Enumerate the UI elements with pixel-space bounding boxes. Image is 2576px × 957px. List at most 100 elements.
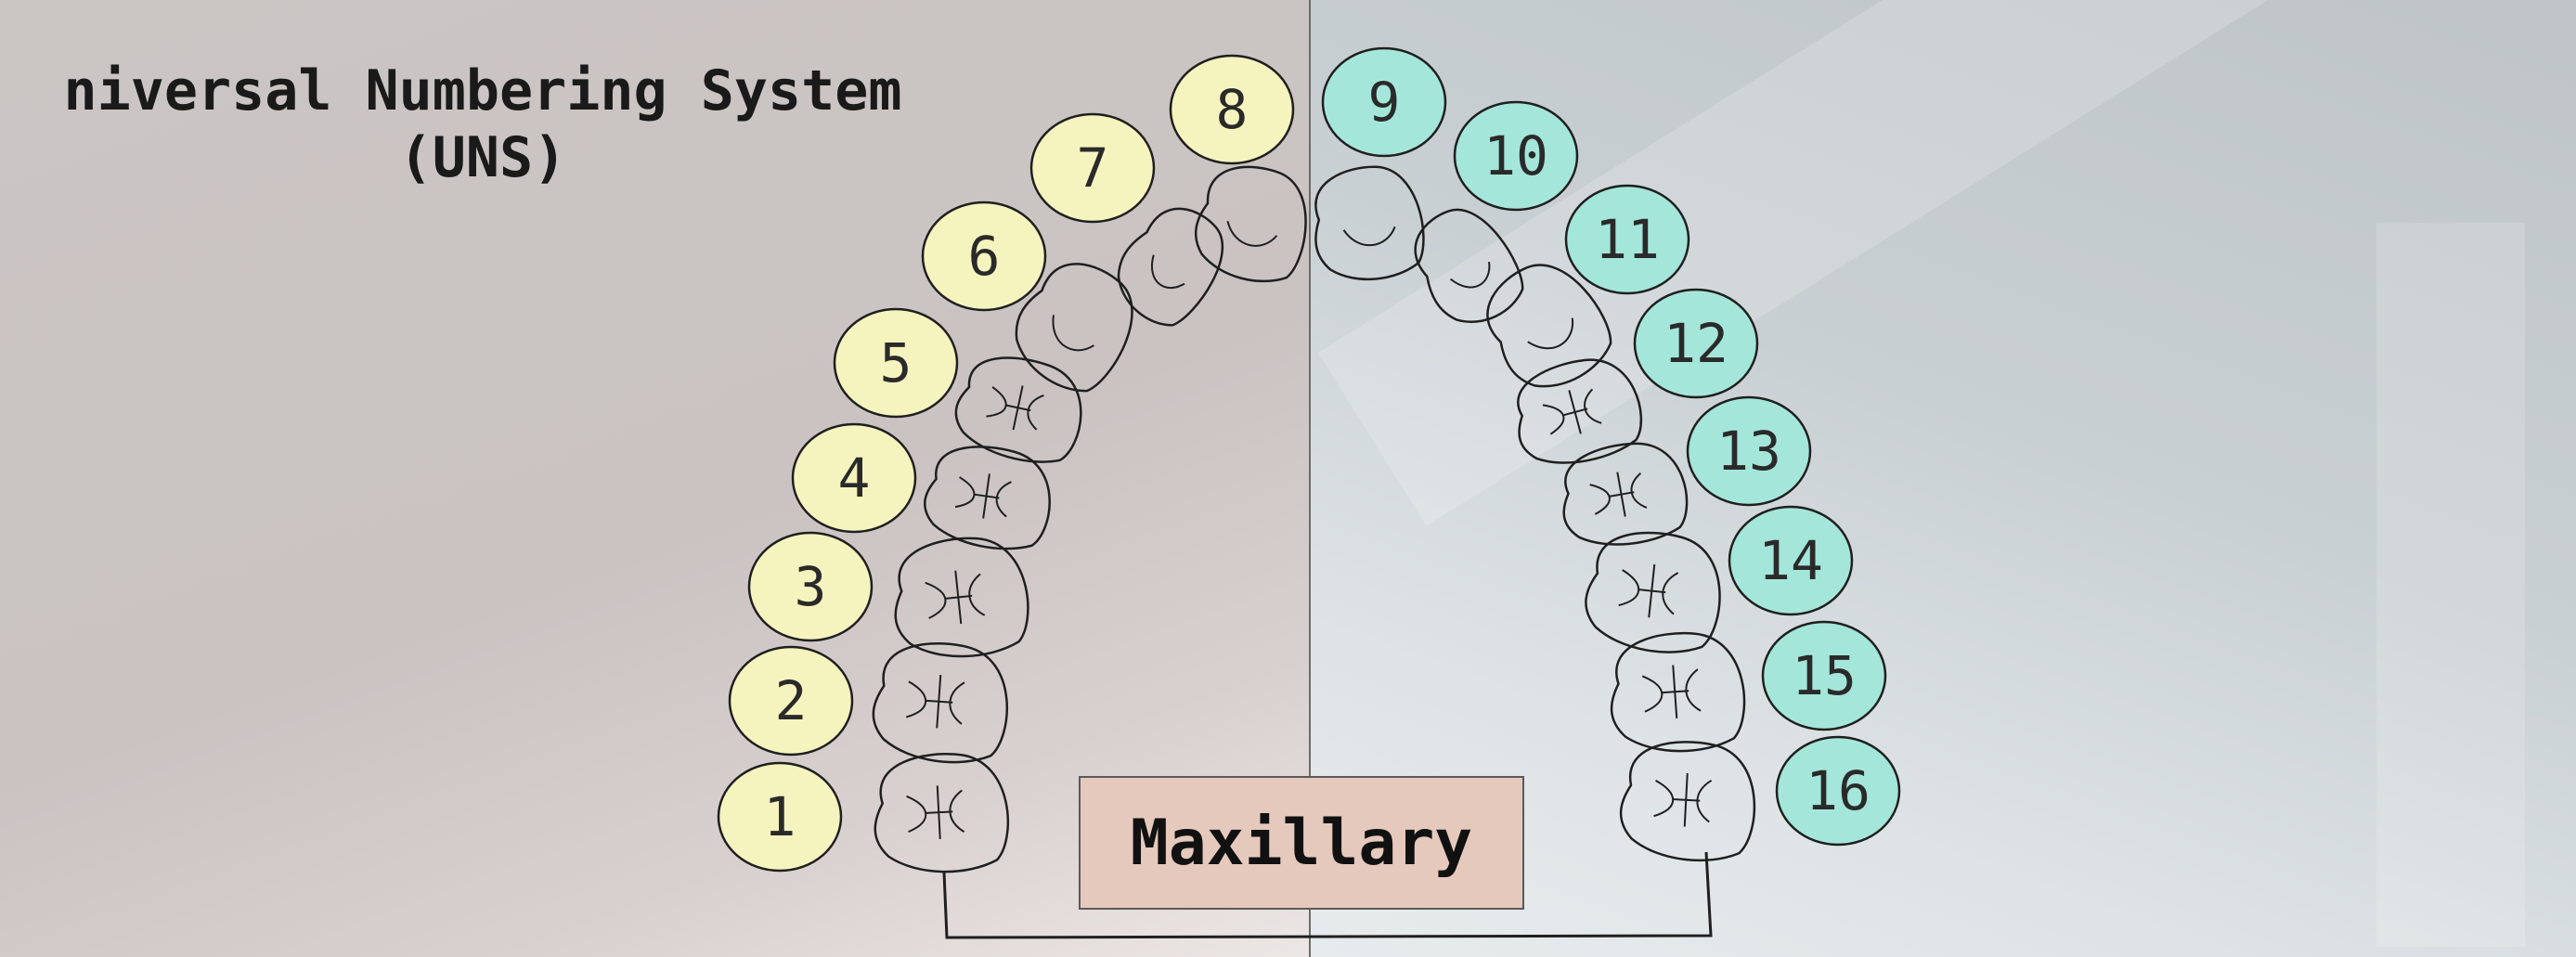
tooth-13 — [1562, 442, 1689, 546]
tooth-number-label-8: 8 — [1169, 54, 1295, 165]
number-badge — [791, 422, 917, 534]
tooth-groove — [954, 473, 1012, 519]
diagram-title: niversal Numbering System (UNS) — [63, 58, 902, 190]
tooth-groove — [986, 385, 1044, 431]
tooth-incisal-curve — [1151, 254, 1185, 290]
tooth-number-label-13: 13 — [1686, 395, 1812, 507]
tooth-crown-outline — [954, 356, 1082, 463]
tooth-crown-outline — [1414, 208, 1524, 323]
tooth-crown-outline — [1585, 531, 1721, 653]
tooth-16 — [1619, 741, 1756, 862]
tooth-number-label-7: 7 — [1029, 112, 1156, 224]
tooth-number-label-11: 11 — [1564, 184, 1690, 295]
tooth-number: 6 — [968, 225, 1001, 288]
tooth-crown-outline — [872, 642, 1009, 764]
number-badge — [1169, 54, 1295, 165]
tooth-incisal-curve — [1226, 220, 1278, 247]
tooth-1 — [874, 753, 1010, 873]
tooth-15 — [1610, 631, 1746, 753]
tooth-number-label-3: 3 — [747, 531, 874, 642]
tooth-number: 16 — [1806, 759, 1871, 822]
arch-bracket — [942, 851, 1713, 939]
tooth-number-label-10: 10 — [1453, 100, 1579, 212]
tooth-number-label-9: 9 — [1321, 46, 1447, 158]
tooth-number: 3 — [795, 555, 827, 618]
tooth-7 — [1117, 207, 1223, 327]
number-badge — [1029, 112, 1156, 224]
tooth-crown-outline — [1015, 263, 1133, 393]
tooth-14 — [1585, 531, 1721, 653]
number-badge — [1564, 184, 1690, 295]
teeth-group — [872, 165, 1756, 873]
tooth-groove — [1641, 665, 1702, 719]
tooth-crown-outline — [1194, 165, 1307, 283]
tooth-number: 11 — [1595, 208, 1660, 271]
midline-divider — [1309, 0, 1311, 957]
tooth-incisal-curve — [1527, 317, 1574, 350]
tooth-number: 15 — [1792, 644, 1857, 707]
number-badge — [921, 200, 1047, 312]
tooth-5 — [954, 356, 1082, 463]
tooth-crown-outline — [924, 446, 1051, 550]
tooth-crown-outline — [1314, 165, 1425, 281]
tooth-number: 2 — [775, 669, 808, 732]
number-badge — [728, 645, 854, 757]
number-badge — [1775, 735, 1901, 847]
number-badge — [1453, 100, 1579, 212]
tooth-number-label-14: 14 — [1728, 505, 1854, 616]
number-badge — [1633, 288, 1759, 399]
tooth-crown-outline — [1517, 358, 1643, 464]
tooth-groove — [1589, 472, 1648, 517]
tooth-groove — [1542, 388, 1602, 435]
tooth-number-label-15: 15 — [1761, 620, 1887, 731]
tooth-number: 9 — [1368, 71, 1401, 134]
number-badge — [1321, 46, 1447, 158]
number-badge — [833, 307, 959, 419]
tooth-groove — [1618, 563, 1679, 618]
light-glare — [2376, 223, 2525, 947]
number-badge — [1686, 395, 1812, 507]
tooth-10 — [1414, 208, 1524, 323]
tooth-groove — [905, 674, 965, 729]
tooth-number: 4 — [838, 446, 871, 510]
tooth-12 — [1517, 358, 1643, 464]
tooth-crown-outline — [1117, 207, 1223, 327]
tooth-2 — [872, 642, 1009, 764]
tooth-number: 1 — [764, 785, 796, 848]
tooth-8 — [1194, 165, 1307, 283]
tooth-number: 8 — [1216, 78, 1249, 141]
tooth-3 — [894, 537, 1029, 658]
tooth-crown-outline — [1619, 741, 1756, 862]
tooth-incisal-curve — [1342, 226, 1396, 247]
tooth-4 — [924, 446, 1051, 550]
tooth-number-label-2: 2 — [728, 645, 854, 757]
tooth-number: 14 — [1758, 529, 1823, 592]
number-badge — [1761, 620, 1887, 731]
tooth-number-label-12: 12 — [1633, 288, 1759, 399]
tooth-number: 7 — [1077, 136, 1109, 200]
tooth-9 — [1314, 165, 1425, 281]
tooth-6 — [1015, 263, 1133, 393]
tooth-number: 5 — [880, 331, 913, 394]
tooth-number-label-16: 16 — [1775, 735, 1901, 847]
tooth-number: 12 — [1663, 312, 1728, 375]
tooth-incisal-curve — [1052, 315, 1094, 352]
number-badge — [747, 531, 874, 642]
tooth-incisal-curve — [1449, 261, 1491, 289]
tooth-groove — [906, 785, 965, 840]
tooth-crown-outline — [894, 537, 1029, 658]
arch-label-box: Maxillary — [1079, 776, 1524, 910]
tooth-number-label-1: 1 — [717, 761, 843, 873]
tooth-number: 13 — [1716, 420, 1781, 483]
tooth-crown-outline — [1610, 631, 1746, 753]
tooth-crown-outline — [1562, 442, 1689, 546]
number-badge — [1728, 505, 1854, 616]
number-badge — [717, 761, 843, 873]
tooth-number-label-5: 5 — [833, 307, 959, 419]
tooth-number: 10 — [1483, 124, 1548, 188]
tooth-number-label-6: 6 — [921, 200, 1047, 312]
tooth-groove — [1653, 772, 1713, 827]
tooth-groove — [925, 570, 986, 625]
